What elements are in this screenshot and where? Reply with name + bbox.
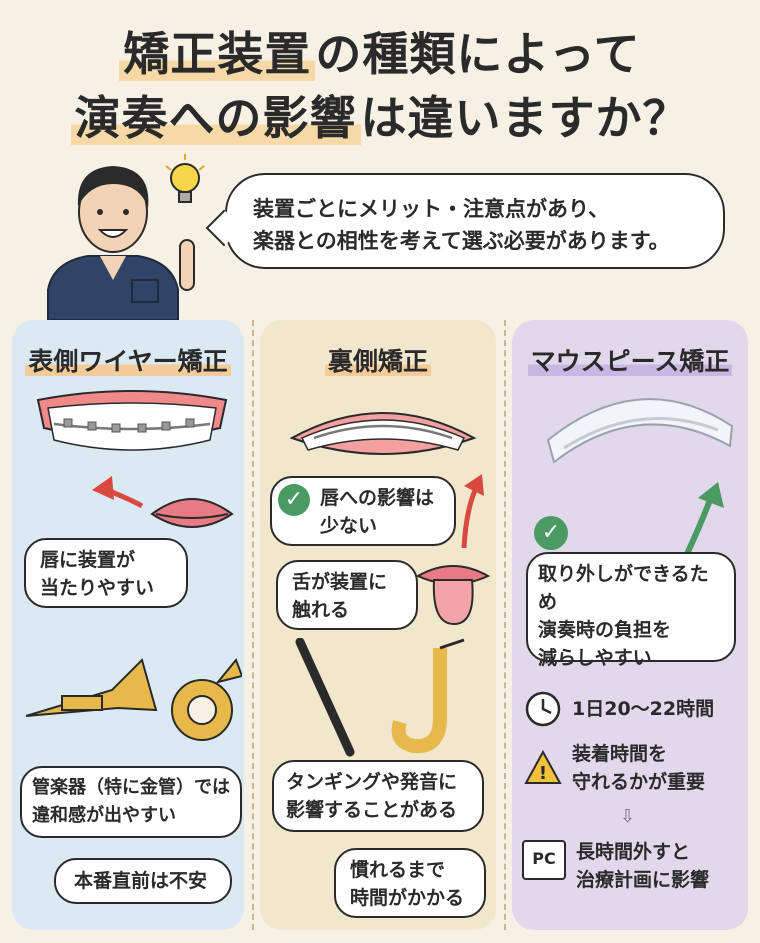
speech-bubble-anxiety: 本番直前は不安 [54, 858, 232, 904]
column-title: 表側ワイヤー矯正 [12, 342, 244, 378]
lips-icon [92, 476, 234, 528]
clear-aligner-icon [546, 398, 734, 464]
intro-line-2: 楽器との相性を考えて選ぶ必要があります。 [253, 229, 670, 253]
tongue-icon [415, 565, 491, 626]
brass-instruments-icon [25, 658, 242, 741]
lingual-braces-icon [289, 412, 477, 455]
lightbulb-icon [165, 154, 205, 203]
woodwind-instruments-icon [295, 638, 465, 757]
column-title: マウスピース矯正 [512, 342, 748, 378]
page-title-line1: 矯正装置の種類によって [0, 18, 760, 84]
warning-icon: ! [524, 750, 562, 784]
column-lingual: 裏側矯正 唇への影響は 少ない ✓ 舌が装置に 触れる タンギングや発音に 影響… [260, 320, 496, 930]
speech-bubble-lip-contact: 唇に装置が 当たりやすい [24, 538, 188, 608]
doctor-illustration [47, 166, 195, 320]
speech-bubble-adapt: 慣れるまで 時間がかかる [334, 848, 486, 918]
speech-bubble-tonguing: タンギングや発音に 影響することがある [272, 760, 484, 832]
clock-icon [525, 691, 561, 727]
down-arrow-icon: ⇩ [620, 806, 636, 827]
column-divider [252, 320, 254, 930]
intro-line-1: 装置ごとにメリット・注意点があり、 [253, 197, 610, 221]
wear-warning-text: 装着時間を 守れるかが重要 [572, 743, 706, 793]
braces-teeth-icon [36, 390, 228, 451]
speech-bubble-tongue: 舌が装置に 触れる [276, 560, 418, 630]
column-divider [504, 320, 506, 930]
plan-impact-text: 長時間外すと 治療計画に影響 [576, 841, 710, 891]
speech-bubble-brass: 管楽器（特に金管）では 違和感が出やすい [20, 766, 242, 838]
svg-text:!: ! [539, 763, 547, 784]
red-arrow-icon [461, 474, 484, 549]
page-title-line2: 演奏への影響は違いますか？ [0, 82, 760, 148]
column-labial-wire: 表側ワイヤー矯正 唇に装置が 当たりやすい 管楽器（特に金管）では 違和感が出や… [12, 320, 244, 930]
column-aligner: マウスピース矯正 ✓ 取り外しができるため 演奏時の負担を 減らしやすい 1日2… [512, 320, 748, 930]
title-rest-1: の種類によって [315, 27, 641, 81]
bubble-tail [205, 209, 243, 247]
check-icon: ✓ [278, 484, 310, 516]
computer-icon: PC [522, 840, 566, 880]
column-title: 裏側矯正 [260, 342, 496, 378]
title-highlight-2: 演奏への影響 [70, 91, 361, 145]
intro-speech-bubble: 装置ごとにメリット・注意点があり、 楽器との相性を考えて選ぶ必要があります。 [205, 173, 725, 269]
title-rest-2: は違いますか？ [360, 91, 690, 145]
title-highlight-1: 矯正装置 [119, 27, 316, 81]
check-icon: ✓ [534, 516, 568, 550]
green-arrow-icon [683, 482, 724, 558]
wear-hours-text: 1日20～22時間 [572, 698, 715, 720]
speech-bubble-removable: 取り外しができるため 演奏時の負担を 減らしやすい [526, 552, 736, 669]
